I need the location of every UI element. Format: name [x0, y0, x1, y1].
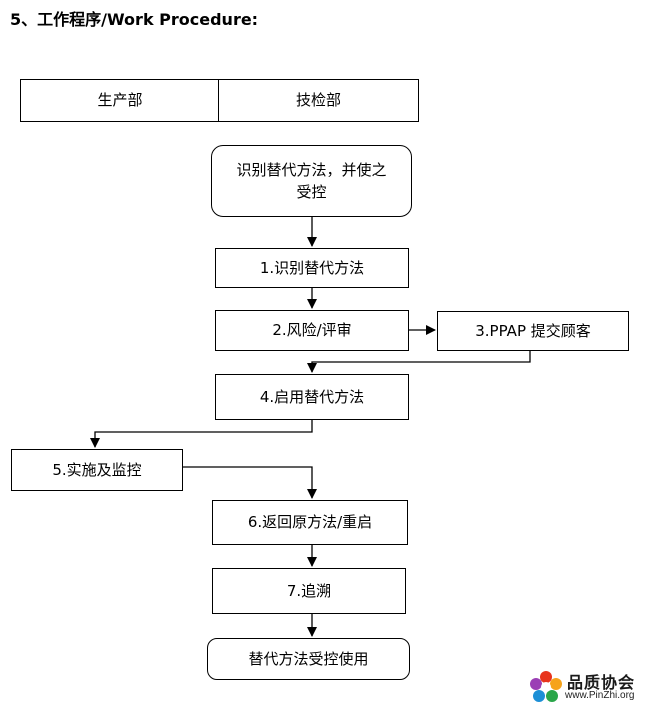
site-logo: 品质协会 www.PinZhi.org — [527, 668, 652, 707]
step-6-label: 6.返回原方法/重启 — [247, 513, 373, 532]
step-4-node: 4.启用替代方法 — [215, 374, 409, 420]
step-5-node: 5.实施及监控 — [11, 449, 183, 491]
start-node-label: 识别替代方法，并使之受控 — [236, 160, 387, 202]
step-7-label: 7.追溯 — [286, 581, 332, 600]
flower-logo-icon — [530, 671, 562, 702]
dept-inspection-label: 技检部 — [295, 91, 341, 110]
step-6-node: 6.返回原方法/重启 — [212, 500, 408, 545]
logo-title: 品质协会 — [567, 673, 636, 692]
arrow-step4-to-step5 — [90, 420, 313, 448]
step-7-node: 7.追溯 — [212, 568, 406, 614]
step-1-label: 1.识别替代方法 — [259, 258, 365, 277]
step-3-label: 3.PPAP 提交顾客 — [475, 321, 591, 340]
step-1-node: 1.识别替代方法 — [215, 248, 409, 288]
dept-inspection: 技检部 — [218, 79, 419, 122]
step-3-node: 3.PPAP 提交顾客 — [437, 311, 629, 351]
step-2-label: 2.风险/评审 — [272, 321, 352, 340]
logo-url: www.PinZhi.org — [565, 690, 635, 701]
step-5-label: 5.实施及监控 — [52, 460, 142, 479]
step-2-node: 2.风险/评审 — [215, 310, 409, 351]
end-node: 替代方法受控使用 — [207, 638, 410, 680]
step-4-label: 4.启用替代方法 — [259, 387, 365, 406]
end-node-label: 替代方法受控使用 — [248, 649, 369, 668]
start-node: 识别替代方法，并使之受控 — [211, 145, 412, 217]
arrow-step3-to-step4 — [307, 351, 531, 373]
arrow-step5-to-step6 — [183, 466, 317, 499]
page-heading: 5、工作程序/Work Procedure: — [10, 10, 259, 29]
dept-production-label: 生产部 — [97, 91, 143, 110]
